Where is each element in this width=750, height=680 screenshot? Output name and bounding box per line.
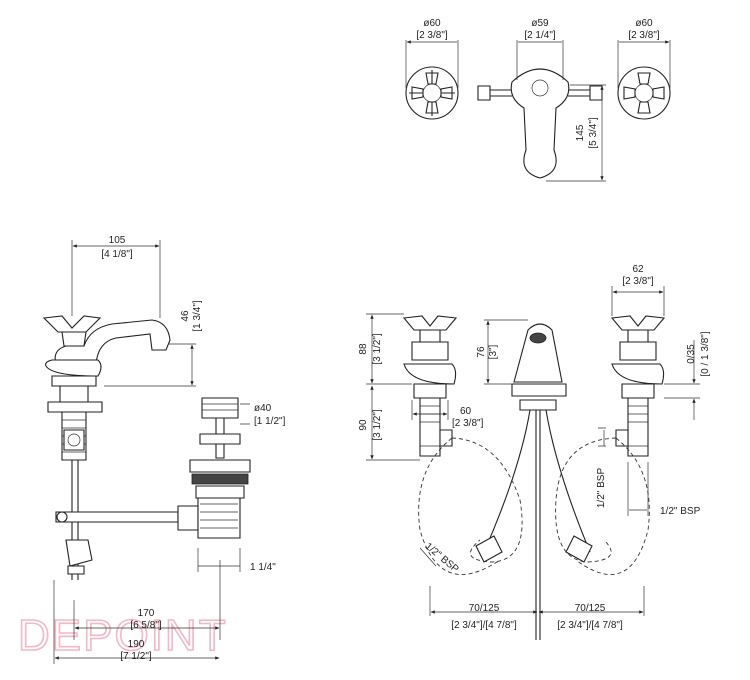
- front-left-valve: [402, 315, 458, 457]
- dim-front-handle-height-inch: [3 1/2"]: [372, 333, 383, 365]
- dim-top-left-inch: [2 3/8"]: [416, 30, 448, 41]
- dim-side-170-mm: 170: [138, 608, 155, 619]
- side-dimensions: 105 [4 1/8"] 46 [1 3/4"] ø40 [1 1/2"] 1 …: [53, 235, 286, 664]
- dim-top-height-inch: [5 3/4"]: [588, 117, 599, 149]
- top-plan-view: ø60 [2 3/8"] ø59 [2 1/4"] ø60 [2 3/8"] 1…: [405, 18, 671, 182]
- dim-front-valve-width-inch: [2 3/8"]: [452, 418, 484, 429]
- dim-top-right-mm: ø60: [635, 18, 653, 29]
- dim-side-spout-height-mm: 46: [180, 310, 191, 322]
- front-right-valve: [610, 315, 666, 457]
- side-view: 105 [4 1/8"] 46 [1 3/4"] ø40 [1 1/2"] 1 …: [42, 235, 286, 664]
- dim-bsp-left: 1/2" BSP: [423, 541, 461, 576]
- dim-side-190-mm: 190: [128, 639, 145, 650]
- dim-front-valve-width-mm: 60: [460, 406, 472, 417]
- dim-top-left-mm: ø60: [423, 18, 441, 29]
- front-view: 88 [3 1/2"] 90 [3 1/2"] 60 [2 3/8"] 76 […: [358, 264, 711, 640]
- dim-side-reach-inch: [4 1/8"]: [101, 249, 133, 260]
- dim-front-spout-height-mm: 76: [476, 346, 487, 358]
- dim-spacing-right-mm: 70/125: [575, 603, 606, 614]
- side-cross-handle: [42, 315, 102, 333]
- dim-side-reach-mm: 105: [109, 235, 126, 246]
- dim-spacing-right-inch: [2 3/4"]/[4 7/8"]: [557, 620, 623, 631]
- front-right-hose-fitting: [565, 535, 593, 563]
- dim-bsp-right: 1/2" BSP: [660, 506, 701, 517]
- dim-top-spout-inch: [2 1/4"]: [524, 30, 556, 41]
- side-deck-nut: [47, 401, 103, 413]
- top-right-handle: [617, 66, 671, 120]
- front-left-hose: [451, 437, 523, 563]
- dim-bsp-right-vertical: 1/2" BSP: [596, 468, 607, 509]
- dim-side-spout-height-inch: [1 3/4"]: [192, 300, 203, 332]
- dim-front-valve-body-inch: [3 1/2"]: [372, 409, 383, 441]
- watermark-logo: DEPOINT: [18, 611, 228, 660]
- dim-front-right-handle-inch: [2 3/8"]: [622, 276, 654, 287]
- dim-front-handle-height-mm: 88: [358, 343, 369, 355]
- dim-front-spout-height-inch: [3"]: [488, 344, 499, 359]
- dim-spacing-left-mm: 70/125: [469, 603, 500, 614]
- dim-spacing-left-inch: [2 3/4"]/[4 7/8"]: [451, 620, 517, 631]
- dim-drain-outlet: 1 1/4": [250, 562, 276, 573]
- side-pop-up-rod: [55, 511, 179, 523]
- dim-front-deck-range-mm: 0/35: [686, 344, 697, 364]
- dim-drain-diameter-inch: [1 1/2"]: [254, 416, 286, 427]
- dim-front-deck-range-inch: [0 / 1 3/8"]: [700, 331, 711, 376]
- dim-side-170-inch: [6 5/8"]: [130, 620, 162, 631]
- front-spout: [483, 323, 591, 640]
- dim-front-valve-body-mm: 90: [358, 419, 369, 431]
- dim-side-190-inch: [7 1/2"]: [120, 651, 152, 662]
- top-left-handle: [405, 66, 459, 120]
- front-left-hose-fitting: [475, 535, 503, 563]
- side-drain: [177, 397, 251, 539]
- dim-top-height-mm: 145: [575, 124, 586, 141]
- dim-front-right-handle-mm: 62: [632, 264, 644, 275]
- top-dimensions: ø60 [2 3/8"] ø59 [2 1/4"] ø60 [2 3/8"] 1…: [406, 18, 670, 182]
- dim-drain-diameter-mm: ø40: [254, 403, 272, 414]
- dim-top-spout-mm: ø59: [531, 18, 549, 29]
- dim-top-right-inch: [2 3/8"]: [628, 30, 660, 41]
